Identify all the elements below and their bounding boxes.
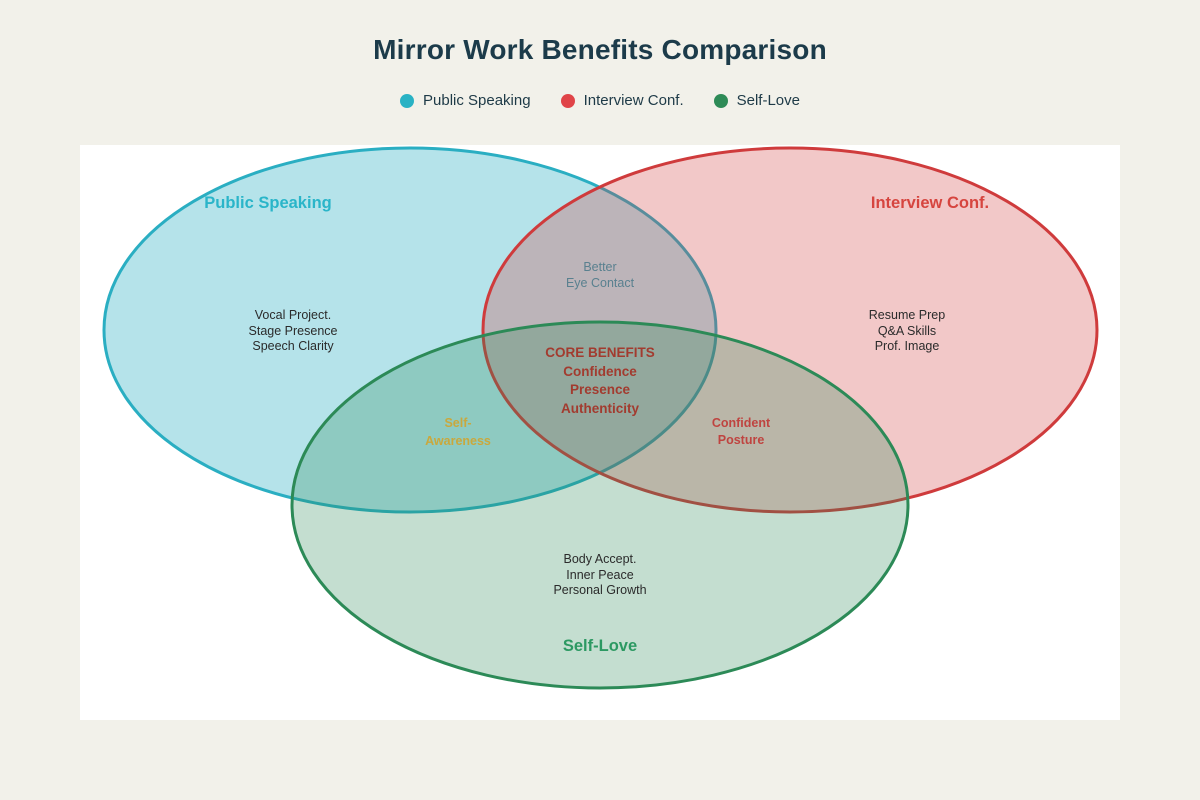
self-love-ellipse xyxy=(290,320,910,690)
self-love-dot-icon xyxy=(713,93,728,108)
self-love-items: Body Accept. Inner Peace Personal Growth xyxy=(553,552,646,599)
public-speaking-item: Stage Presence xyxy=(248,323,338,338)
self-love-item: Body Accept. xyxy=(563,552,637,566)
page-title: Mirror Work Benefits Comparison xyxy=(373,34,827,65)
legend-label-public-speaking: Public Speaking xyxy=(423,92,531,109)
interview-conf-items: Resume Prep Q&A Skills Prof. Image xyxy=(869,308,945,355)
venn-diagram-panel: Public Speaking Interview Conf. Self-Lov… xyxy=(80,145,1120,720)
interview-conf-item: Q&A Skills xyxy=(877,323,937,338)
core-benefits-label: CORE BENEFITS Confidence Presence Authen… xyxy=(545,345,655,416)
public-speaking-items: Vocal Project. Stage Presence Speech Cla… xyxy=(249,308,338,355)
self-love-set-label: Self-Love xyxy=(562,637,638,655)
legend-label-self-love: Self-Love xyxy=(736,92,800,109)
public-speaking-dot-icon xyxy=(400,93,414,108)
legend-item-self-love: Self-Love xyxy=(713,92,800,109)
overlap-speaking-selflove-label: Self- Awareness xyxy=(425,416,491,448)
public-speaking-item: Vocal Project. xyxy=(254,308,332,322)
interview-conf-item: Resume Prep xyxy=(868,308,946,322)
public-speaking-set-label: Public Speaking xyxy=(204,194,332,212)
interview-conf-dot-icon xyxy=(560,93,575,108)
legend-item-public-speaking: Public Speaking xyxy=(400,92,531,109)
interview-conf-item: Prof. Image xyxy=(874,339,940,353)
self-love-item: Personal Growth xyxy=(553,583,647,597)
self-love-item: Inner Peace xyxy=(566,567,634,582)
interview-conf-set-label: Interview Conf. xyxy=(870,194,990,212)
legend-label-interview-conf: Interview Conf. xyxy=(583,92,684,109)
legend-item-interview-conf: Interview Conf. xyxy=(560,92,684,109)
public-speaking-ellipse xyxy=(102,146,718,514)
interview-conf-ellipse xyxy=(481,146,1099,514)
overlap-speaking-interview-label: Better Eye Contact xyxy=(565,260,635,290)
venn-diagram xyxy=(102,146,1099,690)
legend: Public Speaking Interview Conf. Self-Lov… xyxy=(0,92,1200,109)
public-speaking-item: Speech Clarity xyxy=(252,339,334,353)
overlap-interview-selflove-label: Confident Posture xyxy=(711,416,771,447)
